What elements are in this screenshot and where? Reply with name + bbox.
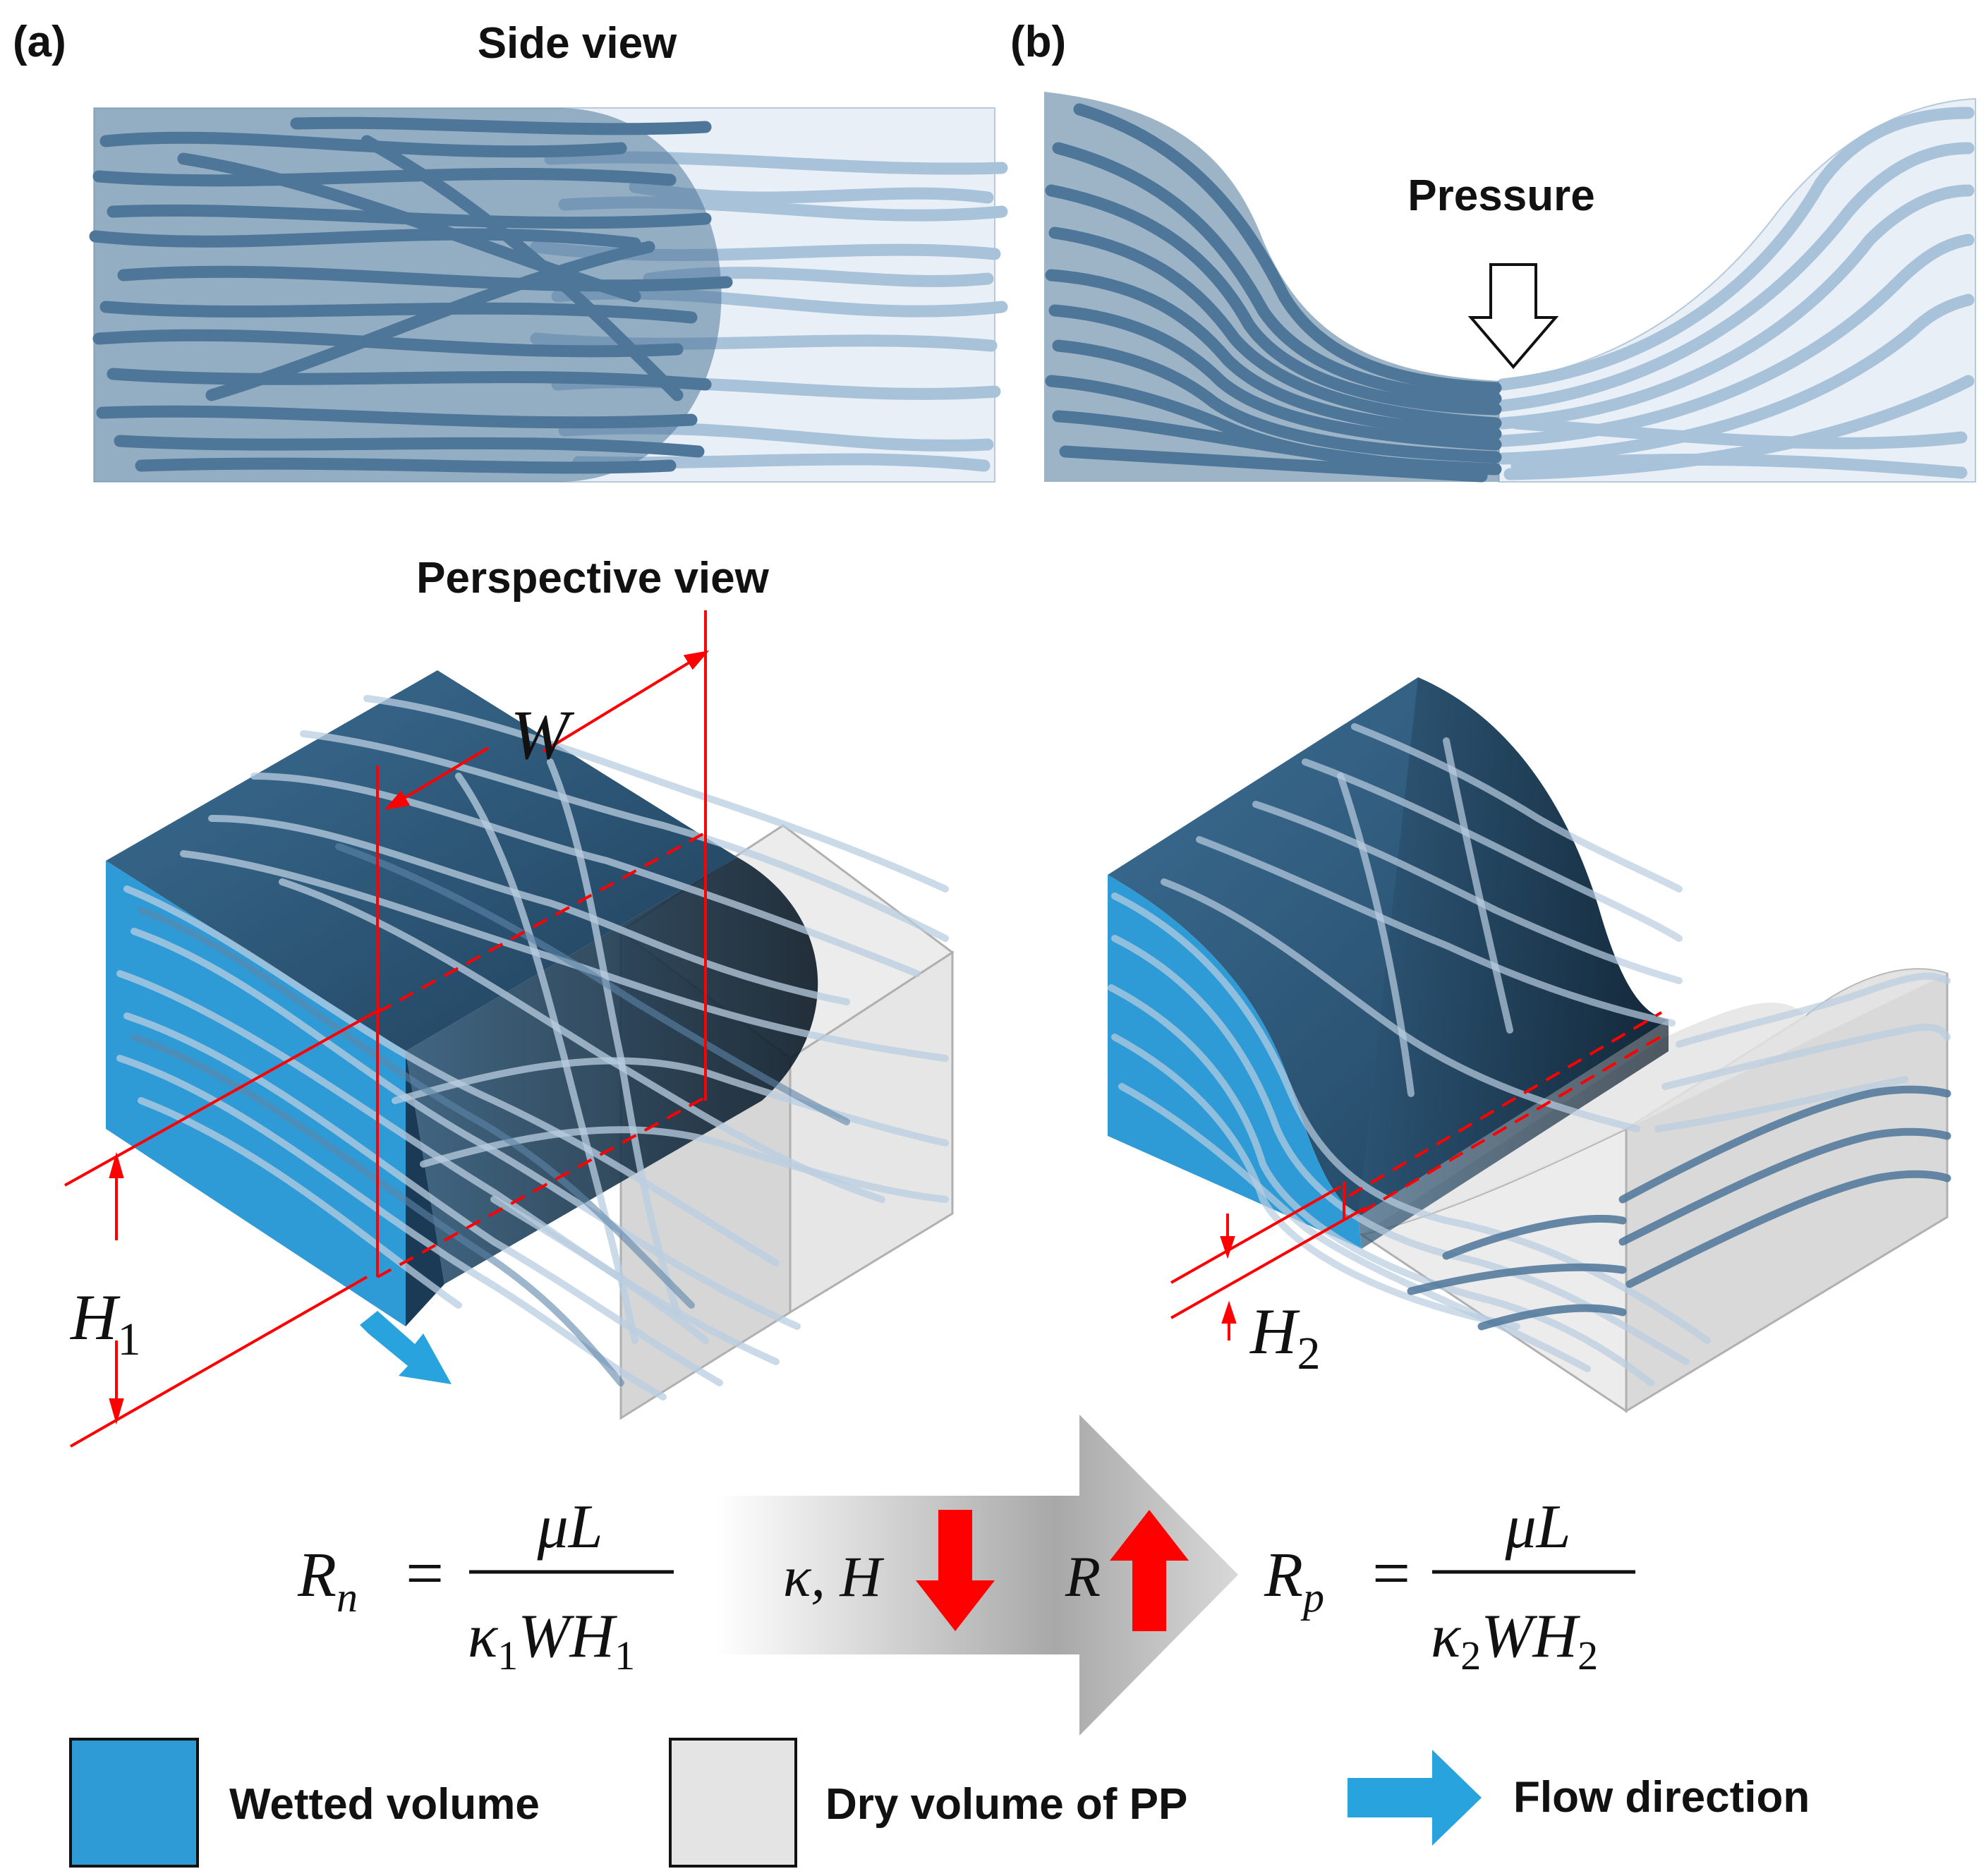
h2-arrow-bottom [1221, 1300, 1237, 1324]
w-label: W [510, 696, 574, 774]
side-view-title: Side view [478, 19, 677, 68]
legend-label-wetted: Wetted volume [229, 1780, 540, 1829]
wetted-block-a-underside [406, 1051, 444, 1326]
eq-right-numerator: μL [1504, 1493, 1570, 1561]
eq-left-lhs: Rn [297, 1540, 358, 1621]
h1-subscript: 1 [117, 1314, 140, 1365]
equation-right: Rp = μL κ2WH2 [1264, 1493, 1635, 1678]
legend-label-flow: Flow direction [1513, 1773, 1810, 1822]
h2-arrow-top [1220, 1236, 1235, 1259]
h1-label: H1 [70, 1281, 140, 1365]
w-dimension-line-right [542, 651, 707, 753]
pressure-arrow [1467, 263, 1559, 370]
h2-extension-bottom [1170, 1206, 1366, 1319]
fibers-block-a [116, 695, 949, 1400]
red-down-arrow [916, 1510, 995, 1631]
fibers-side-a-wet [89, 116, 733, 474]
h1-extension-top [64, 1007, 382, 1187]
eq-left-equals: = [406, 1535, 444, 1611]
h2-extension-top [1170, 1185, 1341, 1284]
dimension-lines-a [64, 610, 710, 1448]
fibers-side-b-dry [1496, 107, 1975, 480]
equation-left: Rn = μL κ1WH1 [297, 1493, 674, 1678]
pressure-label: Pressure [1407, 171, 1594, 220]
dimension-lines-b [1170, 1011, 1670, 1341]
fibers-block-b [1108, 723, 1951, 1386]
dry-box-b-top [1362, 969, 1947, 1235]
h1-symbol: H [70, 1281, 121, 1353]
h2-dashed-top [1348, 1011, 1663, 1197]
arrow-text-r: R [1065, 1544, 1101, 1609]
w-dashed-top [377, 831, 706, 1014]
transition-arrow [716, 1415, 1238, 1736]
h2-symbol: H [1249, 1295, 1300, 1367]
perspective-view-title: Perspective view [416, 554, 770, 603]
flow-arrow-a [360, 1311, 452, 1384]
w-dashed-bottom [377, 1096, 706, 1278]
h1-arrow-bottom [109, 1398, 124, 1425]
panel-b-label: (b) [1010, 18, 1066, 66]
arrow-text-kappa-h: κ, H [783, 1544, 884, 1609]
legend-swatch-wetted [69, 1738, 199, 1868]
side-view-b: Pressure [1044, 92, 1976, 483]
legend: Wetted volume Dry volume of PP Flow dire… [69, 1738, 1810, 1868]
w-arrow-left [384, 790, 411, 810]
side-view-a [89, 107, 1008, 483]
perspective-block-b [1108, 677, 1951, 1413]
eq-right-lhs: Rp [1264, 1540, 1324, 1621]
eq-right-denominator: κ2WH2 [1431, 1602, 1598, 1678]
legend-flow-arrow-icon [1348, 1750, 1482, 1846]
h2-label: H2 [1249, 1295, 1320, 1379]
w-arrow-right [683, 650, 710, 670]
panel-a-label: (a) [13, 18, 66, 66]
h1-arrow-top [109, 1151, 124, 1178]
perspective-block-a [106, 670, 955, 1420]
fibers-block-b-dark [1407, 1085, 1951, 1331]
legend-swatch-dry [669, 1738, 797, 1868]
eq-right-equals: = [1372, 1535, 1410, 1611]
red-up-arrow [1110, 1510, 1189, 1631]
h1-extension-bottom [70, 1276, 368, 1448]
h2-dashed-bottom [1360, 1031, 1670, 1214]
fibers-side-b-wet [1045, 103, 1502, 483]
h2-subscript: 2 [1297, 1328, 1320, 1379]
legend-label-dry: Dry volume of PP [825, 1780, 1187, 1829]
eq-left-numerator: μL [536, 1493, 603, 1561]
wetted-block-b-front [1108, 875, 1362, 1249]
eq-left-denominator: κ1WH1 [468, 1602, 635, 1678]
fibers-block-a-dark [131, 843, 850, 1386]
